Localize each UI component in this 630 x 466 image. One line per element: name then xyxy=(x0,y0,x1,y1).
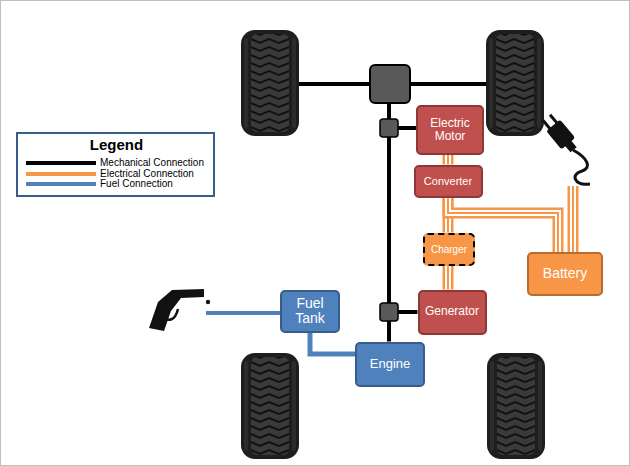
connector-stroke xyxy=(447,155,449,165)
legend-label: Electrical Connection xyxy=(100,169,194,180)
connector-stroke xyxy=(445,155,451,165)
node-label: Battery xyxy=(543,266,587,281)
connector-stroke xyxy=(447,266,449,290)
legend-swatch xyxy=(26,161,96,165)
legend-swatch xyxy=(26,182,96,186)
node-label: Engine xyxy=(370,357,410,371)
differential xyxy=(370,65,410,103)
battery-box: Battery xyxy=(527,252,603,296)
charger-box: Charger xyxy=(423,233,475,266)
plug-wire xyxy=(573,186,574,256)
legend-entry: Mechanical Connection xyxy=(26,158,207,169)
tire xyxy=(241,30,299,136)
legend-title: Legend xyxy=(26,136,207,154)
converter-box: Converter xyxy=(414,165,483,198)
coupling xyxy=(380,303,398,321)
legend-swatch xyxy=(26,172,96,176)
legend-label: Mechanical Connection xyxy=(100,158,204,169)
generator-box: Generator xyxy=(418,290,487,335)
coupling xyxy=(380,119,398,137)
elec-connector xyxy=(448,266,449,290)
connector-stroke xyxy=(443,155,454,165)
connector-stroke xyxy=(443,266,454,290)
node-label: Converter xyxy=(424,175,472,187)
legend-entry: Electrical Connection xyxy=(26,169,207,180)
elec-connector xyxy=(448,155,449,165)
node-label: Electric Motor xyxy=(421,117,479,143)
tire xyxy=(241,353,299,459)
node-label: Fuel Tank xyxy=(285,296,335,327)
fuel-nozzle-icon xyxy=(149,289,210,331)
engine-box: Engine xyxy=(355,342,425,387)
motor-box: Electric Motor xyxy=(416,105,484,155)
connector-stroke xyxy=(310,333,355,355)
tire xyxy=(487,353,545,459)
fuel-tank-box: Fuel Tank xyxy=(280,290,340,333)
tire xyxy=(486,30,544,136)
fuel-connector xyxy=(310,333,355,355)
legend-label: Fuel Connection xyxy=(100,179,173,190)
node-label: Charger xyxy=(431,244,467,255)
node-label: Generator xyxy=(425,305,479,318)
legend-entry: Fuel Connection xyxy=(26,179,207,190)
plug-icon xyxy=(540,112,590,184)
fuel-line xyxy=(206,311,284,315)
legend-box: LegendMechanical ConnectionElectrical Co… xyxy=(16,132,215,197)
connector-stroke xyxy=(445,266,451,290)
